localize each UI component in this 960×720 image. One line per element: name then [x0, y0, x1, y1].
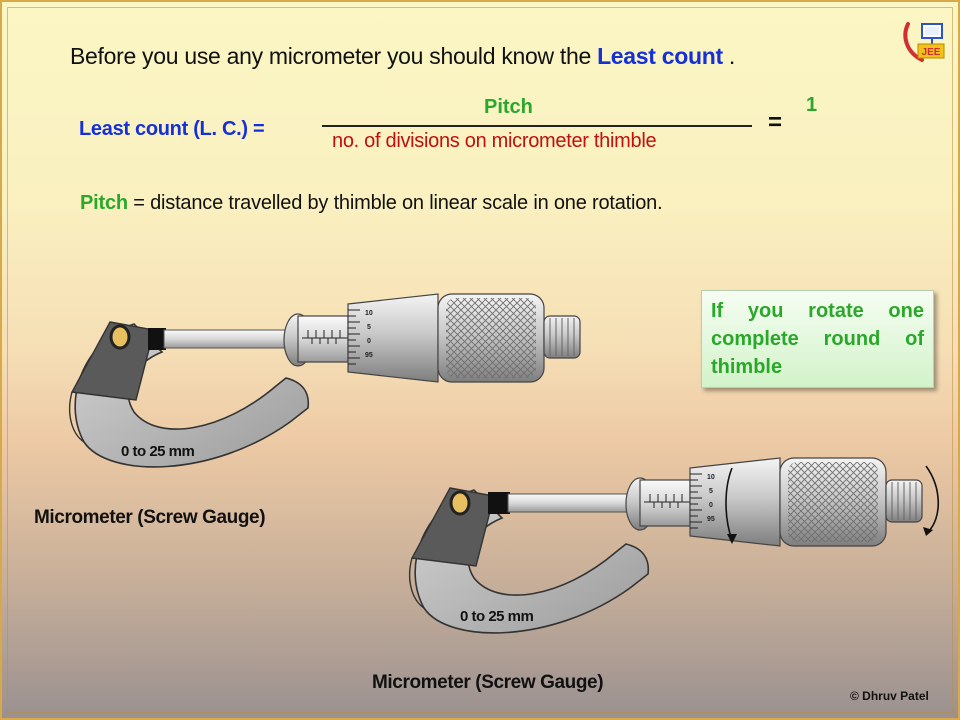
least-count-label: Least count (L. C.) =: [79, 118, 265, 140]
micrometer-1-caption: Micrometer (Screw Gauge): [34, 507, 266, 528]
logo-icon: JEE: [903, 22, 945, 62]
micrometer-2-caption: Micrometer (Screw Gauge): [372, 672, 604, 693]
copyright-label: © Dhruv Patel: [850, 689, 929, 703]
micrometer-1-illustration: 10 5 0 95: [68, 293, 581, 468]
micrometer-2-range-label: 0 to 25 mm: [460, 608, 534, 625]
micrometer-2-anvil: [449, 490, 471, 516]
micrometer-2-thimble-tick: 5: [709, 488, 713, 495]
formula-denominator: no. of divisions on micrometer thimble: [332, 130, 657, 152]
micrometer-2-spindle: [507, 493, 633, 513]
logo-text: JEE: [922, 47, 941, 58]
micrometer-2-thimble-tick: 95: [707, 516, 715, 523]
micrometer-2-thimble: [689, 457, 781, 547]
formula-equals: =: [768, 109, 783, 136]
intro-least-count-term: Least count: [597, 43, 723, 69]
fraction-bar: [322, 125, 752, 127]
formula-numerator: Pitch: [484, 96, 533, 118]
micrometer-1-thimble-tick: 5: [367, 324, 371, 331]
formula-result: 1: [806, 94, 818, 116]
micrometer-2-spindle-tip: [488, 492, 510, 514]
micrometer-1-spindle: [163, 329, 291, 349]
micrometer-2-thimble-arrow: [725, 467, 733, 541]
rotation-note-box: If you rotate one complete round of thim…: [701, 290, 934, 388]
micrometer-2-thimble-tick: 0: [709, 502, 713, 509]
micrometer-1-spindle-tip: [148, 328, 166, 350]
intro-line: Before you use any micrometer you should…: [70, 43, 735, 70]
micrometer-1-thimble-tick: 95: [365, 352, 373, 359]
micrometer-1-frame-side: [70, 321, 155, 401]
micrometer-2-frame-side: [410, 487, 495, 567]
micrometer-1-thimble-tick: 10: [365, 310, 373, 317]
micrometer-1-anvil: [109, 324, 131, 350]
intro-text: Before you use any micrometer you should…: [70, 43, 598, 69]
micrometer-2-thimble-tick: 10: [707, 474, 715, 481]
micrometer-1-sleeve: [297, 315, 349, 363]
intro-period: .: [722, 43, 736, 69]
micrometer-2-illustration: 10 5 0 95: [408, 457, 939, 634]
micrometer-2-rotation-arrow: [925, 465, 939, 533]
pitch-definition-text: = distance travelled by thimble on linea…: [127, 192, 663, 214]
micrometer-1-range-label: 0 to 25 mm: [121, 443, 195, 460]
pitch-term: Pitch: [80, 192, 128, 214]
micrometer-2-sleeve: [639, 479, 691, 527]
micrometer-1-thimble: [347, 293, 439, 383]
pitch-definition: Pitch = distance travelled by thimble on…: [80, 192, 663, 215]
micrometer-1-thimble-tick: 0: [367, 338, 371, 345]
